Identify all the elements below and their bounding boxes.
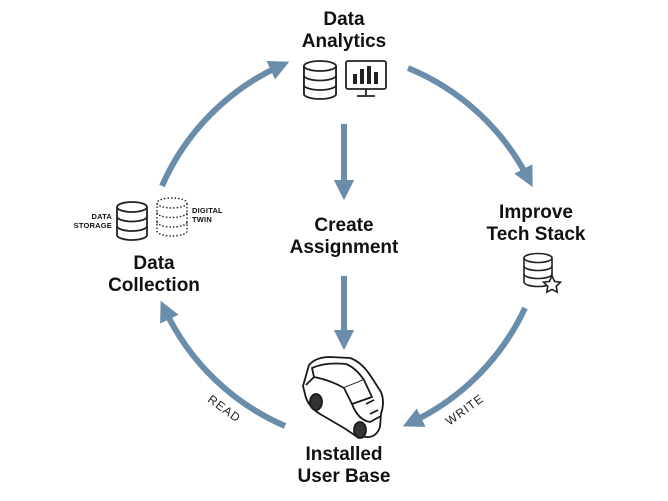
installed-user-base-line2: User Base: [297, 466, 391, 487]
digital-twin-icon: [156, 197, 188, 237]
data-collection-line1: Data: [133, 253, 175, 274]
data-collection-line2: Collection: [108, 275, 200, 296]
digital-twin-label: DIGITAL TWIN: [192, 206, 223, 224]
create-assignment-label: Create Assignment: [290, 215, 399, 259]
data-collection-label: Data Collection: [108, 253, 200, 297]
database-icon: [303, 60, 337, 100]
data-storage-line2: STORAGE: [73, 221, 112, 230]
improve-tech-stack-label: Improve Tech Stack: [487, 202, 586, 246]
digital-twin-line1: DIGITAL: [192, 206, 223, 215]
data-analytics-line2: Analytics: [301, 31, 387, 52]
data-storage-line1: DATA: [91, 212, 112, 221]
data-storage-icon: [116, 201, 148, 241]
create-assignment-line2: Assignment: [289, 237, 399, 258]
improve-tech-stack-line1: Improve: [499, 202, 573, 223]
monitor-chart-icon: [345, 60, 387, 97]
arrow-data-collection-to-analytics: [159, 60, 290, 188]
data-analytics-line1: Data: [323, 9, 365, 30]
digital-twin-line2: TWIN: [192, 215, 212, 224]
create-assignment-line1: Create: [314, 215, 374, 236]
arrow-user-base-to-data-collection: [160, 300, 287, 429]
arrow-analytics-to-tech-stack: [406, 65, 533, 188]
installed-user-base-label: Installed User Base: [298, 444, 391, 488]
arrow-tech-stack-to-user-base: [402, 306, 528, 427]
improve-tech-stack-line2: Tech Stack: [486, 224, 586, 245]
car-icon: [302, 356, 384, 439]
database-star-icon: [523, 252, 563, 294]
installed-user-base-line1: Installed: [305, 444, 383, 465]
data-analytics-label: Data Analytics: [302, 9, 386, 53]
data-storage-label: DATA STORAGE: [72, 212, 112, 230]
